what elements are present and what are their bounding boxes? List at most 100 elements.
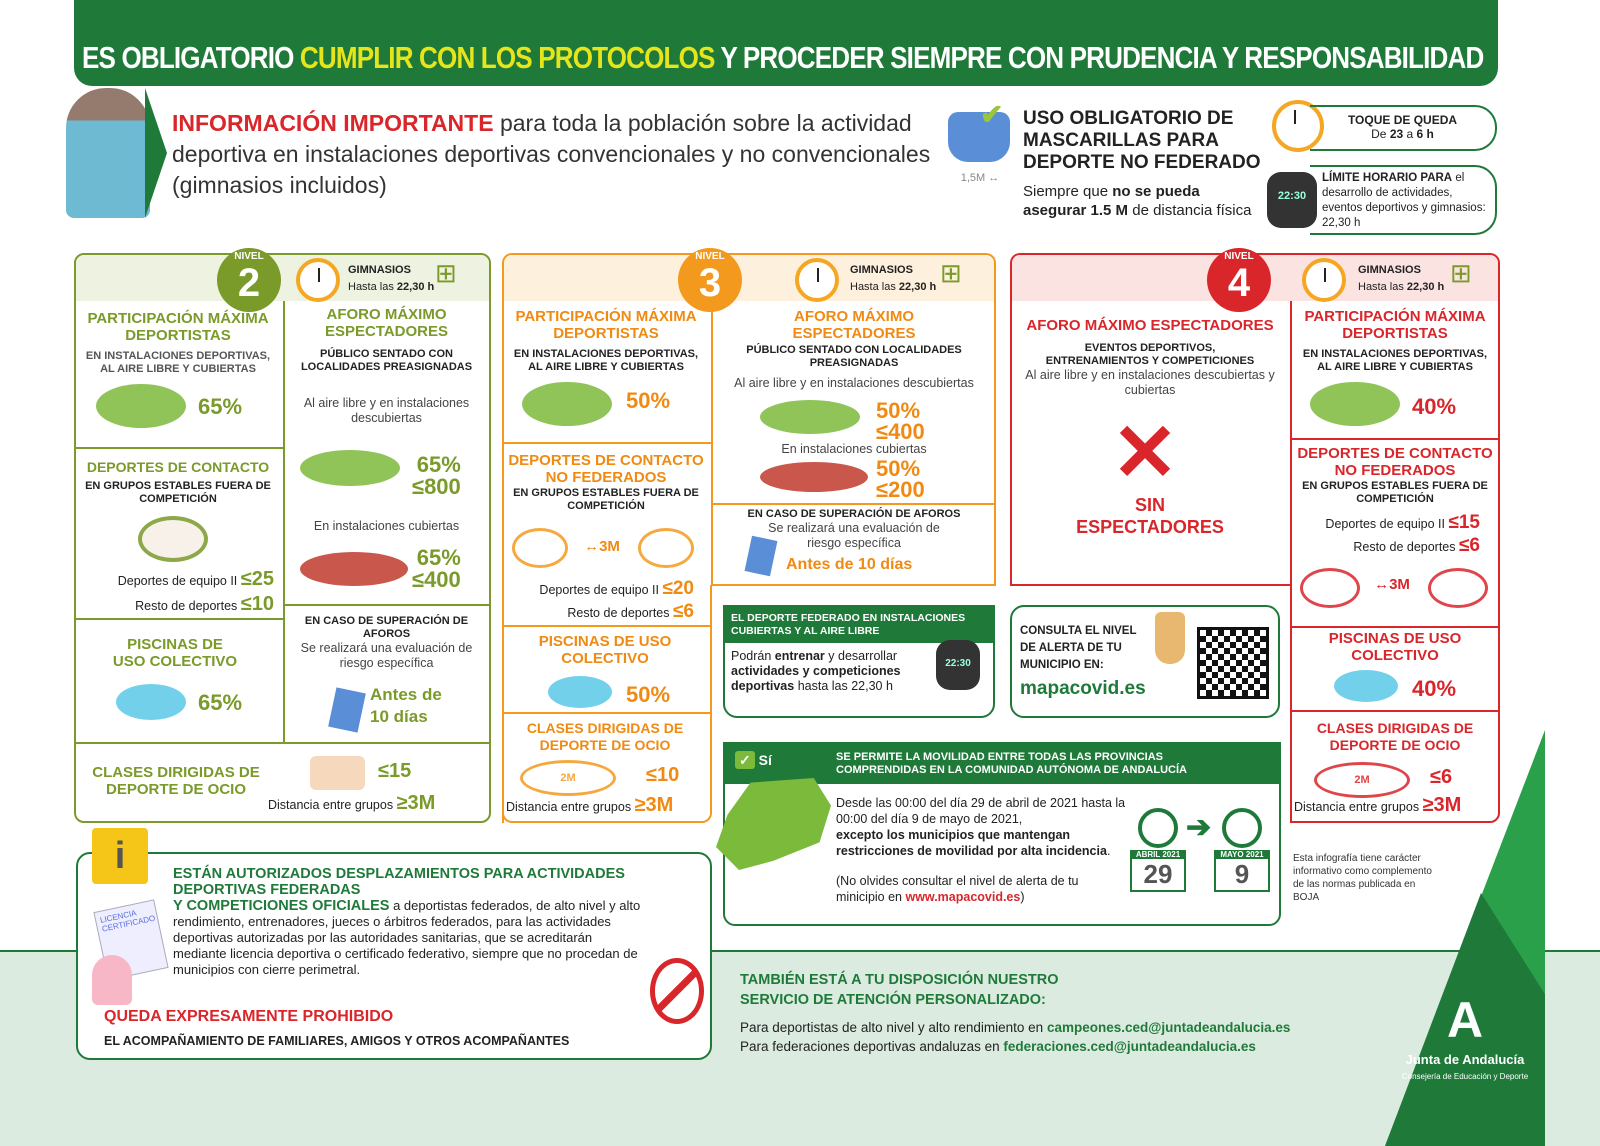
l4-contacto: DEPORTES DE CONTACTO NO FEDERADOS EN GRU… — [1297, 445, 1493, 505]
l2-aforo: AFORO MÁXIMO ESPECTADORES PÚBLICO SENTAD… — [300, 306, 473, 425]
level-4-panel — [1290, 253, 1500, 823]
prohibido-title: QUEDA EXPRESAMENTE PROHIBIDO — [104, 1008, 394, 1025]
stadium-illustration — [1310, 382, 1400, 426]
level-4-aforo-panel — [1010, 253, 1292, 586]
clock-icon — [1222, 808, 1262, 848]
divider — [1292, 710, 1498, 712]
l2-indoor-label: En instalaciones cubiertas — [313, 519, 460, 533]
l3-contacto-values: Deportes de equipo II ≤20 Resto de depor… — [539, 578, 694, 622]
divider — [504, 712, 711, 714]
outdoor-stadium-illustration — [760, 400, 860, 434]
l4-contacto-values: Deportes de equipo II ≤15 Resto de depor… — [1325, 512, 1480, 556]
l3-superacion-deadline: Antes de 10 días — [786, 556, 913, 573]
dumbbell-icon: ⊞ — [435, 258, 457, 288]
level-2-header-bg — [76, 255, 489, 301]
divider — [504, 625, 711, 627]
group-class-illustration — [310, 756, 365, 790]
l3-clases-max: ≤10 — [646, 764, 680, 786]
l3-outdoor: 50%≤400 — [876, 398, 925, 444]
divider — [283, 301, 285, 743]
movilidad-header — [723, 742, 1281, 784]
gym-clock-icon — [795, 258, 839, 302]
divider — [76, 618, 283, 620]
mask-icon — [948, 112, 1010, 162]
l2-piscinas-pct: 65% — [198, 690, 243, 715]
l3-clases-title: CLASES DIRIGIDAS DE DEPORTE DE OCIO — [526, 720, 684, 753]
divider — [283, 604, 489, 606]
l2-superacion: EN CASO DE SUPERACIÓN DE AFOROS Se reali… — [300, 615, 473, 670]
qr-code[interactable] — [1197, 627, 1269, 699]
l3-aforo: AFORO MÁXIMO ESPECTADORES PÚBLICO SENTAD… — [734, 308, 974, 390]
contact-sport-illustration — [138, 516, 208, 562]
l2-contacto-values: Deportes de equipo II ≤25 Resto de depor… — [117, 568, 274, 615]
l3-participacion: PARTICIPACIÓN MÁXIMA DEPORTISTAS EN INST… — [513, 308, 699, 373]
email-campeones[interactable]: campeones.ced@juntadeandalucia.es — [1046, 1020, 1291, 1035]
l2-contacto: DEPORTES DE CONTACTO EN GRUPOS ESTABLES … — [85, 459, 271, 505]
l4-piscinas-title: PISCINAS DE USO COLECTIVO — [1328, 630, 1462, 664]
contact-group-illustration — [1428, 568, 1488, 608]
intro-text: INFORMACIÓN IMPORTANTE para toda la pobl… — [172, 110, 931, 198]
divider — [712, 584, 996, 586]
curfew-box: TOQUE DE QUEDA De 23 a 6 h — [1310, 105, 1497, 151]
l3-indoor: 50%≤200 — [876, 456, 925, 502]
logo-name: Junta de Andalucía — [1405, 1052, 1525, 1067]
info-icon: i — [92, 828, 148, 884]
l2-piscinas-title: PISCINAS DE USO COLECTIVO — [112, 636, 238, 670]
l4-piscinas-pct: 40% — [1412, 676, 1457, 701]
dumbbell-icon: ⊞ — [1450, 258, 1472, 288]
l2-clases-dist: Distancia entre grupos ≥3M — [268, 792, 436, 814]
servicio-contacts: Para deportistas de alto nivel y alto re… — [740, 1020, 1291, 1054]
class-ring-illustration: 2M — [520, 760, 616, 796]
pool-illustration — [116, 684, 186, 720]
l3-piscinas-title: PISCINAS DE USO COLECTIVO — [538, 633, 672, 667]
divider — [713, 503, 994, 505]
woman-illustration — [92, 955, 132, 1005]
l4-no-spectators: SIN ESPECTADORES — [1076, 495, 1224, 537]
l3-piscinas-pct: 50% — [626, 682, 671, 707]
limit-box: LÍMITE HORARIO PARA el desarrollo de act… — [1310, 165, 1497, 235]
family-illustration — [66, 88, 150, 218]
contact-group-illustration — [638, 528, 694, 568]
divider — [76, 447, 283, 449]
l4-clases-max: ≤6 — [1430, 766, 1453, 788]
divider — [1292, 438, 1498, 440]
pool-illustration — [1334, 670, 1398, 702]
l3-superacion: EN CASO DE SUPERACIÓN DE AFOROS Se reali… — [747, 508, 961, 550]
arrow-right-icon: ➔ — [1186, 811, 1212, 844]
l3-clases-dist: Distancia entre grupos ≥3M — [506, 794, 674, 816]
logo-dept: Consejería de Educación y Deporte — [1401, 1072, 1529, 1081]
banner-highlight: CUMPLIR CON LOS PROTOCOLOS — [299, 40, 715, 75]
desplazamientos-box — [76, 852, 712, 1060]
email-federaciones[interactable]: federaciones.ced@juntadeandalucia.es — [1003, 1039, 1256, 1054]
mapacovid-url[interactable]: www.mapacovid.es — [905, 890, 1021, 904]
dumbbell-icon: ⊞ — [940, 258, 962, 288]
mask-text: Siempre que no se pueda asegurar 1.5 M d… — [1023, 183, 1252, 219]
pool-illustration — [548, 676, 612, 708]
boja-note: Esta infografía tiene carácter informati… — [1293, 853, 1432, 903]
prohibited-icon — [650, 958, 704, 1024]
header-banner: ES OBLIGATORIO CUMPLIR CON LOS PROTOCOLO… — [74, 0, 1498, 86]
l4-clases-dist: Distancia entre grupos ≥3M — [1294, 794, 1462, 816]
calendar-end: MAYO 2021 9 — [1214, 808, 1270, 898]
l4-participacion-pct: 40% — [1412, 394, 1457, 419]
gym-clock-icon — [296, 258, 340, 302]
servicio-title: TAMBIÉN ESTÁ A TU DISPOSICIÓN NUESTRO SE… — [740, 972, 1059, 1008]
movilidad-text: Desde las 00:00 del día 29 de abril de 2… — [836, 796, 1126, 904]
l4-participacion: PARTICIPACIÓN MÁXIMA DEPORTISTAS EN INST… — [1302, 308, 1488, 373]
mapacovid-link[interactable]: mapacovid.es — [1020, 678, 1146, 699]
watch-icon: 22:30 — [1267, 172, 1317, 228]
desplazamientos-text: ESTÁN AUTORIZADOS DESPLAZAMIENTOS PARA A… — [173, 866, 641, 977]
divider — [504, 442, 711, 444]
stadium-illustration — [522, 382, 612, 426]
divider — [1292, 626, 1498, 628]
distance-illustration: 1,5M ↔ — [960, 172, 1000, 184]
outdoor-stadium-illustration — [300, 450, 400, 486]
l4-contacto-dist: ↔3M — [1374, 576, 1410, 593]
l3-contacto: DEPORTES DE CONTACTO NO FEDERADOS EN GRU… — [508, 452, 704, 512]
l4-aforo: AFORO MÁXIMO ESPECTADORES EVENTOS DEPORT… — [1025, 317, 1275, 397]
